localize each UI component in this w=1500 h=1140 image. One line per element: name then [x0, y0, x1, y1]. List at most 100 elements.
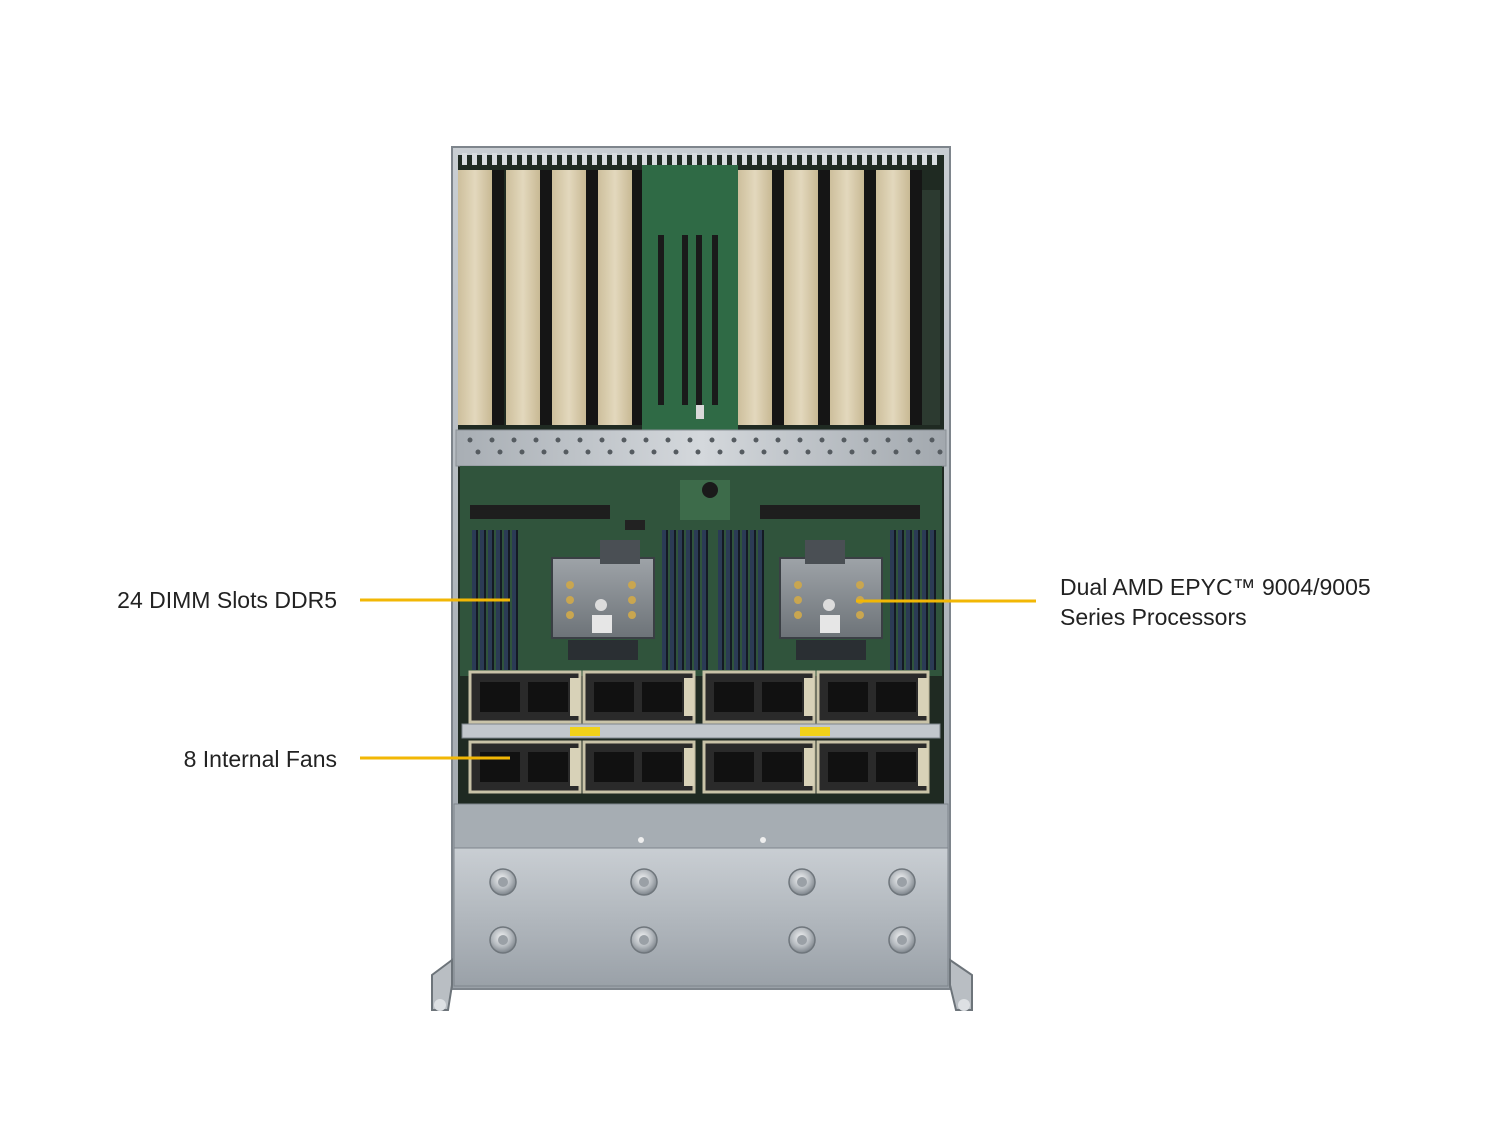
crossbar-hole [673, 449, 679, 455]
gpu-card [738, 170, 784, 482]
vent-slot [802, 153, 807, 165]
mb-connector [470, 505, 610, 519]
gpu-card-area [458, 170, 940, 482]
dimm-slot [662, 530, 666, 670]
fan-module [582, 670, 696, 724]
crossbar-hole [651, 449, 657, 455]
vent-slot [862, 153, 867, 165]
dimm-slot-edge [690, 530, 692, 670]
thumbscrew-center [897, 935, 907, 945]
vent-slot [662, 153, 667, 165]
vent-slot [462, 153, 467, 165]
crossbar-hole [489, 437, 495, 443]
fan-module [702, 670, 816, 724]
dimm-slot [678, 530, 682, 670]
vent-slot [552, 153, 557, 165]
vent-slot [852, 153, 857, 165]
vent-slot [592, 153, 597, 165]
vent-slot [622, 153, 627, 165]
crossbar-hole [929, 437, 935, 443]
dimm-slot-edge [674, 530, 676, 670]
dimm-slot [750, 530, 754, 670]
vent-slot [932, 153, 937, 165]
vent-slot [572, 153, 577, 165]
crossbar-hole [907, 437, 913, 443]
crossbar-hole [915, 449, 921, 455]
vent-slot [652, 153, 657, 165]
vent-slot [842, 153, 847, 165]
dimm-slot-edge [706, 530, 708, 670]
vent-slot [912, 153, 917, 165]
crossbar-hole [783, 449, 789, 455]
dimm-slot-edge [754, 530, 756, 670]
cpu-heatsink-right [779, 540, 883, 660]
crossbar-hole [753, 437, 759, 443]
crossbar-hole [621, 437, 627, 443]
crossbar-hole [563, 449, 569, 455]
vent-slot [832, 153, 837, 165]
thumbscrew-center [797, 935, 807, 945]
crossbar-hole [519, 449, 525, 455]
vent-slot [502, 153, 507, 165]
vent-slot [602, 153, 607, 165]
vent-slot [762, 153, 767, 165]
cpu-heatsink-left [551, 540, 655, 660]
vent-slot [722, 153, 727, 165]
dimm-slot [702, 530, 706, 670]
crossbar-hole [827, 449, 833, 455]
vent-slot [892, 153, 897, 165]
crossbar-hole [731, 437, 737, 443]
crossbar-hole [841, 437, 847, 443]
vent-slot [522, 153, 527, 165]
fan-module [816, 740, 930, 794]
callout-dimm-slots: 24 DIMM Slots DDR5 [117, 587, 337, 613]
pcie-switch-board [642, 165, 738, 430]
rack-handle-right [949, 958, 973, 1011]
crossbar-hole [577, 437, 583, 443]
vent-slot [582, 153, 587, 165]
dimm-slot-edge [738, 530, 740, 670]
vent-slot [702, 153, 707, 165]
crossbar-hole [849, 449, 855, 455]
dimm-slot-edge [722, 530, 724, 670]
vent-slot [492, 153, 497, 165]
side-riser [922, 190, 940, 425]
dimm-slot [742, 530, 746, 670]
vent-slot [642, 153, 647, 165]
crossbar-hole [665, 437, 671, 443]
vent-slot [792, 153, 797, 165]
crossbar-hole [695, 449, 701, 455]
vent-slot [922, 153, 927, 165]
thumbscrew-center [498, 935, 508, 945]
dimm-slot-edge [746, 530, 748, 670]
crossbar-hole [739, 449, 745, 455]
crossbar-hole [819, 437, 825, 443]
crossbar-hole [871, 449, 877, 455]
gpu-card [598, 170, 644, 482]
vent-slot [752, 153, 757, 165]
crossbar-hole [629, 449, 635, 455]
vent-slot [712, 153, 717, 165]
internal-fans [468, 670, 930, 794]
fan-divider-bar [461, 723, 941, 739]
thumbscrew-center [639, 877, 649, 887]
dimm-slot-edge [730, 530, 732, 670]
vent-slot [822, 153, 827, 165]
dimm-slot [734, 530, 738, 670]
mb-connector [760, 505, 920, 519]
vent-slot [632, 153, 637, 165]
front-drive-bay [453, 803, 949, 987]
vent-slot [812, 153, 817, 165]
vent-slot [672, 153, 677, 165]
crossbar-hole [497, 449, 503, 455]
vent-slot [882, 153, 887, 165]
crossbar-hole [687, 437, 693, 443]
callout-processors-line2: Series Processors [1060, 604, 1247, 630]
vent-slot [532, 153, 537, 165]
thumbscrew-center [498, 877, 508, 887]
gpu-card [876, 170, 922, 482]
vent-slot [562, 153, 567, 165]
fan-module [816, 670, 930, 724]
crossbar-hole [467, 437, 473, 443]
